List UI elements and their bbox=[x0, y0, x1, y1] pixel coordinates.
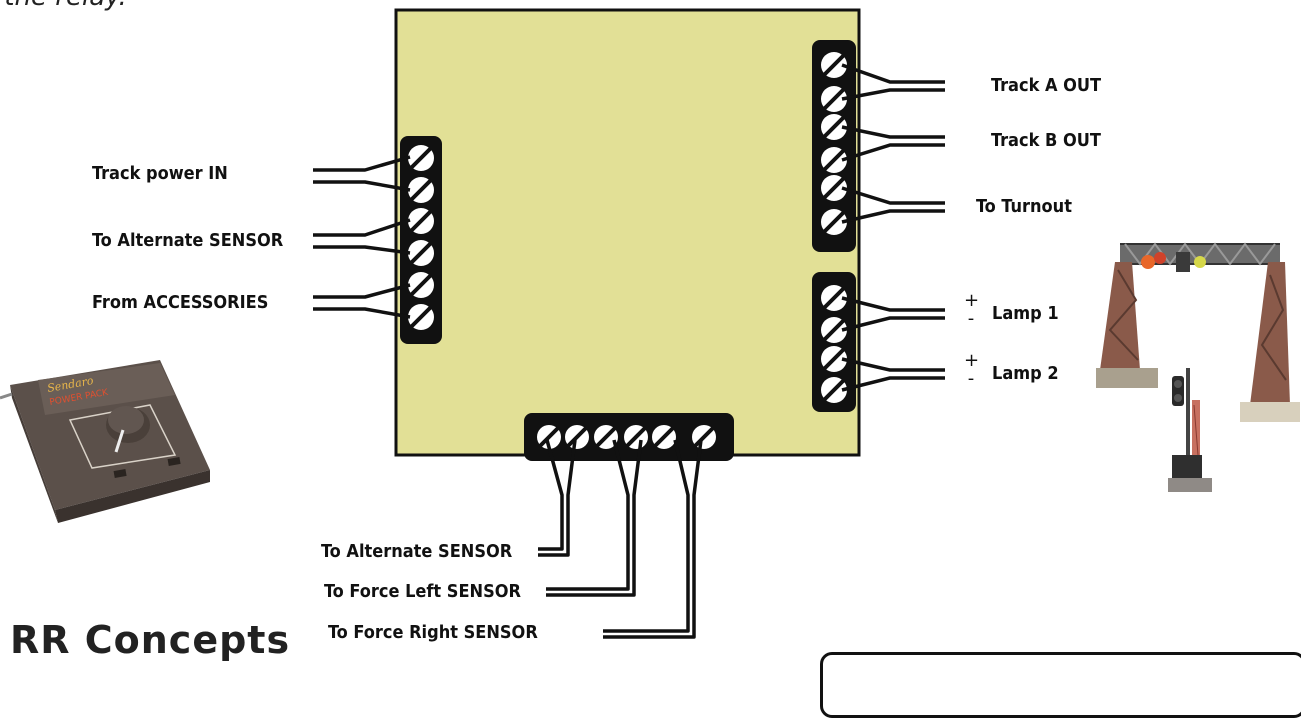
label-track-a-out: Track A OUT bbox=[991, 75, 1102, 96]
label-lamp-1: Lamp 1 bbox=[992, 303, 1059, 324]
label-to-alternate-sensor-bottom: To Alternate SENSOR bbox=[321, 541, 513, 562]
screw-slot bbox=[822, 378, 846, 402]
screw-slot bbox=[822, 115, 846, 139]
label-from-accessories: From ACCESSORIES bbox=[92, 292, 269, 313]
label-lamp-2: Lamp 2 bbox=[992, 363, 1059, 384]
wire-alternate-sensor-bottom bbox=[538, 439, 577, 557]
wire-from-accessories bbox=[313, 283, 411, 319]
brand-logo-text: RR Concepts bbox=[10, 618, 291, 662]
wire-to-turnout bbox=[841, 186, 945, 224]
lamp-1-minus-sign: - bbox=[967, 308, 975, 329]
signal-bridge-photo bbox=[1096, 242, 1300, 422]
label-track-b-out: Track B OUT bbox=[991, 130, 1101, 151]
screw-slot bbox=[409, 241, 433, 265]
wire-force-left-sensor bbox=[546, 439, 643, 597]
screw-slot bbox=[822, 210, 846, 234]
signal-mast-photo bbox=[1168, 368, 1212, 492]
wire-lamp-2 bbox=[841, 357, 945, 392]
screw-slot bbox=[538, 426, 560, 448]
screw-slot bbox=[409, 209, 433, 233]
note-box bbox=[820, 652, 1301, 718]
screw-slot bbox=[822, 148, 846, 172]
wire-force-right-sensor bbox=[603, 439, 703, 639]
screw-slot bbox=[409, 146, 433, 170]
screw-slot bbox=[409, 178, 433, 202]
wire-track-b-out bbox=[841, 125, 945, 162]
screw-slot bbox=[822, 53, 846, 77]
wire-alternate-sensor-left bbox=[313, 218, 411, 255]
left-screw-terminals bbox=[408, 145, 434, 330]
screw-slot bbox=[595, 426, 617, 448]
power-controller-photo: Sendaro POWER PACK bbox=[0, 360, 210, 523]
label-to-force-left-sensor: To Force Left SENSOR bbox=[324, 581, 521, 602]
caption-fragment: to the relay. bbox=[0, 0, 127, 12]
lamp-1-plus-sign: + bbox=[964, 290, 980, 311]
screw-slot bbox=[822, 87, 846, 111]
label-to-turnout: To Turnout bbox=[976, 196, 1072, 217]
screw-slot bbox=[625, 426, 647, 448]
screw-slot bbox=[653, 426, 675, 448]
label-to-force-right-sensor: To Force Right SENSOR bbox=[328, 622, 538, 643]
screw-slot bbox=[822, 176, 846, 200]
wiring-diagram: Sendaro POWER PACK bbox=[0, 8, 1300, 639]
label-track-power-in: Track power IN bbox=[92, 163, 228, 184]
screw-slot bbox=[822, 318, 846, 342]
lamp-2-plus-sign: + bbox=[964, 350, 980, 371]
wires bbox=[313, 63, 945, 639]
wire-track-a-out bbox=[841, 63, 945, 101]
right-top-screw-terminals bbox=[821, 52, 847, 235]
relay-board bbox=[394, 8, 861, 457]
screw-slot bbox=[566, 426, 588, 448]
screw-slot bbox=[693, 426, 715, 448]
screw-slot bbox=[822, 286, 846, 310]
screw-slot bbox=[409, 273, 433, 297]
right-bottom-screw-terminals bbox=[821, 285, 847, 403]
wire-lamp-1 bbox=[841, 296, 945, 332]
screw-slot bbox=[409, 305, 433, 329]
lamp-2-minus-sign: - bbox=[967, 368, 975, 389]
label-to-alternate-sensor-left: To Alternate SENSOR bbox=[92, 230, 284, 251]
screw-slot bbox=[822, 347, 846, 371]
wire-track-power-in bbox=[313, 155, 411, 192]
